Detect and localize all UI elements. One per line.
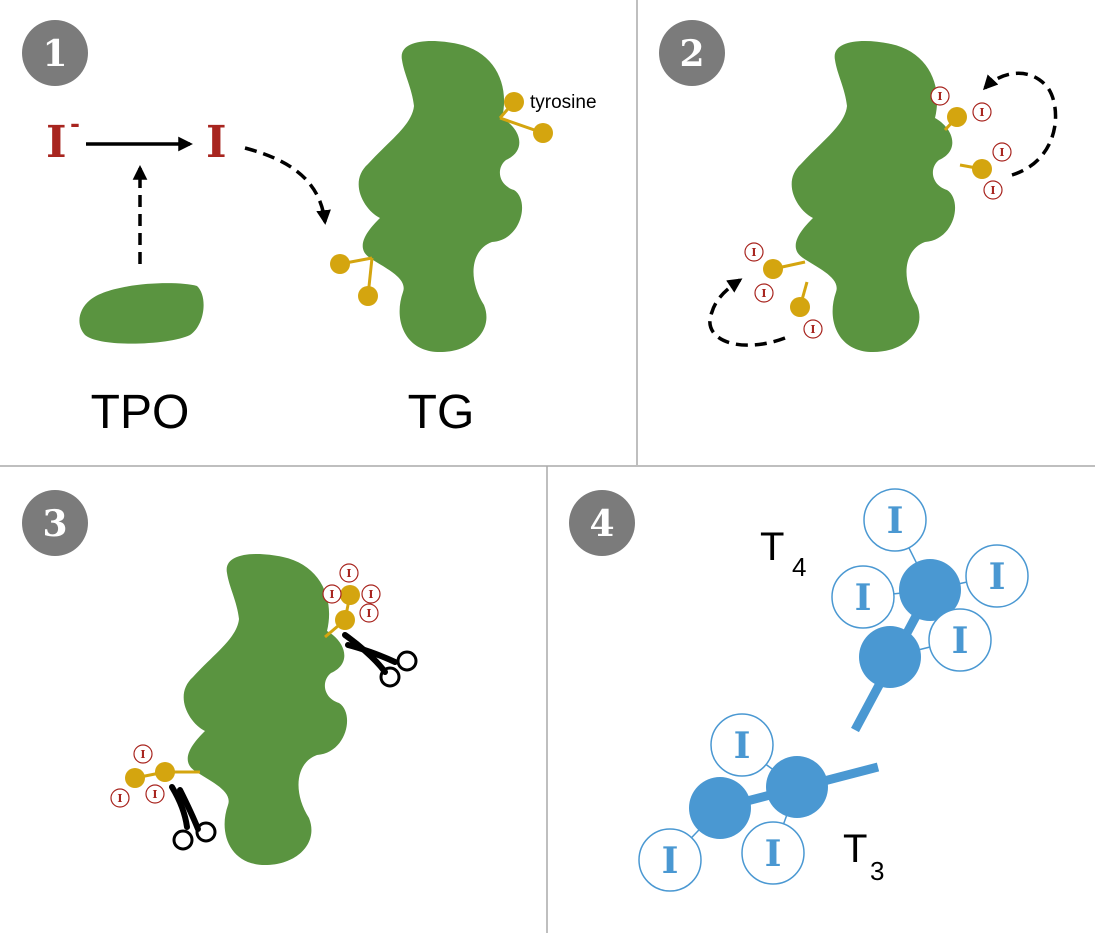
svg-text:I: I: [810, 323, 815, 336]
iodine-atom: I: [741, 821, 805, 885]
svg-text:I: I: [368, 588, 373, 601]
iodine-atom: I: [710, 713, 774, 777]
iodine-atom: I: [744, 242, 764, 262]
iodine-atom: I: [322, 584, 342, 604]
svg-text:I: I: [999, 146, 1004, 159]
svg-text:1: 1: [42, 33, 67, 75]
iodination-arrow-icon: [244, 146, 331, 225]
t3-subscript: 3: [870, 856, 884, 886]
t3-label: T: [843, 827, 867, 871]
iodine-atom: I: [863, 488, 927, 552]
iodine-atom: I: [992, 142, 1012, 162]
svg-text:I: I: [937, 90, 942, 103]
iodine-atom: I: [754, 283, 774, 303]
iodine-atoms: I I I I I I I: [110, 563, 381, 808]
panel-1: 1 I - I TPO tyrosine TG: [22, 20, 597, 439]
iodine-atom: I: [930, 86, 950, 106]
iodine-symbol: I: [206, 117, 227, 168]
step-badge-2: 2: [659, 20, 725, 86]
panel-4: 4 I I I I T 4: [569, 488, 1029, 892]
tyrosine-residues: [330, 92, 553, 306]
iodine-atom: I: [145, 784, 165, 804]
iodine-atom: I: [928, 608, 992, 672]
tg-label: TG: [408, 386, 475, 439]
svg-text:I: I: [887, 500, 904, 542]
svg-text:I: I: [765, 833, 782, 875]
svg-text:I: I: [855, 577, 872, 619]
svg-text:I: I: [346, 567, 351, 580]
svg-text:I: I: [989, 556, 1006, 598]
svg-text:I: I: [952, 620, 969, 662]
iodine-atom: I: [361, 584, 381, 604]
tpo-label: TPO: [91, 386, 190, 439]
iodine-atom: I: [983, 180, 1003, 200]
svg-text:I: I: [979, 106, 984, 119]
step-badge-4: 4: [569, 490, 635, 556]
svg-text:I: I: [329, 588, 334, 601]
svg-text:4: 4: [589, 503, 614, 545]
iodinated-tyrosines: [763, 107, 992, 317]
svg-text:I: I: [117, 792, 122, 805]
svg-text:I: I: [662, 840, 679, 882]
iodine-atom: I: [972, 102, 992, 122]
svg-text:I: I: [152, 788, 157, 801]
panel-3: 3 I I I I I I I: [22, 490, 418, 865]
svg-text:I: I: [761, 287, 766, 300]
iodide-symbol: I: [46, 117, 67, 168]
step-badge-3: 3: [22, 490, 88, 556]
iodine-atom: I: [133, 744, 153, 764]
iodine-atom: I: [110, 788, 130, 808]
step-badge-1: 1: [22, 20, 88, 86]
thyroglobulin-shape: [183, 554, 348, 865]
tyrosine-label: tyrosine: [530, 92, 597, 113]
svg-text:3: 3: [42, 503, 67, 545]
iodide-charge: -: [70, 109, 80, 138]
svg-text:I: I: [751, 246, 756, 259]
svg-text:I: I: [140, 748, 145, 761]
scissors-icon: [169, 784, 217, 851]
coupling-arrow-icon: [708, 278, 786, 347]
t4-molecule: I I I I: [831, 488, 1029, 733]
panel-2: 2 I I I I I I I: [659, 20, 1058, 352]
scissors-icon: [342, 632, 418, 688]
tpo-enzyme-shape: [79, 283, 204, 344]
thyroglobulin-shape: [358, 41, 523, 352]
iodine-atom: I: [359, 603, 379, 623]
t4-subscript: 4: [792, 552, 806, 582]
t3-molecule: I I I: [638, 713, 880, 892]
coupling-arrow-icon: [982, 71, 1058, 177]
iodine-atoms: I I I I I I I: [744, 86, 1012, 339]
iodine-atom: I: [803, 319, 823, 339]
thyroglobulin-shape: [791, 41, 956, 352]
coupled-tyrosines: [125, 585, 360, 788]
t4-label: T: [760, 525, 784, 569]
iodine-atom: I: [831, 565, 895, 629]
iodine-atom: I: [965, 544, 1029, 608]
svg-text:I: I: [990, 184, 995, 197]
iodine-atom: I: [339, 563, 359, 583]
iodine-atom: I: [638, 828, 702, 892]
svg-text:I: I: [366, 607, 371, 620]
svg-text:I: I: [734, 725, 751, 767]
svg-text:2: 2: [679, 33, 704, 75]
